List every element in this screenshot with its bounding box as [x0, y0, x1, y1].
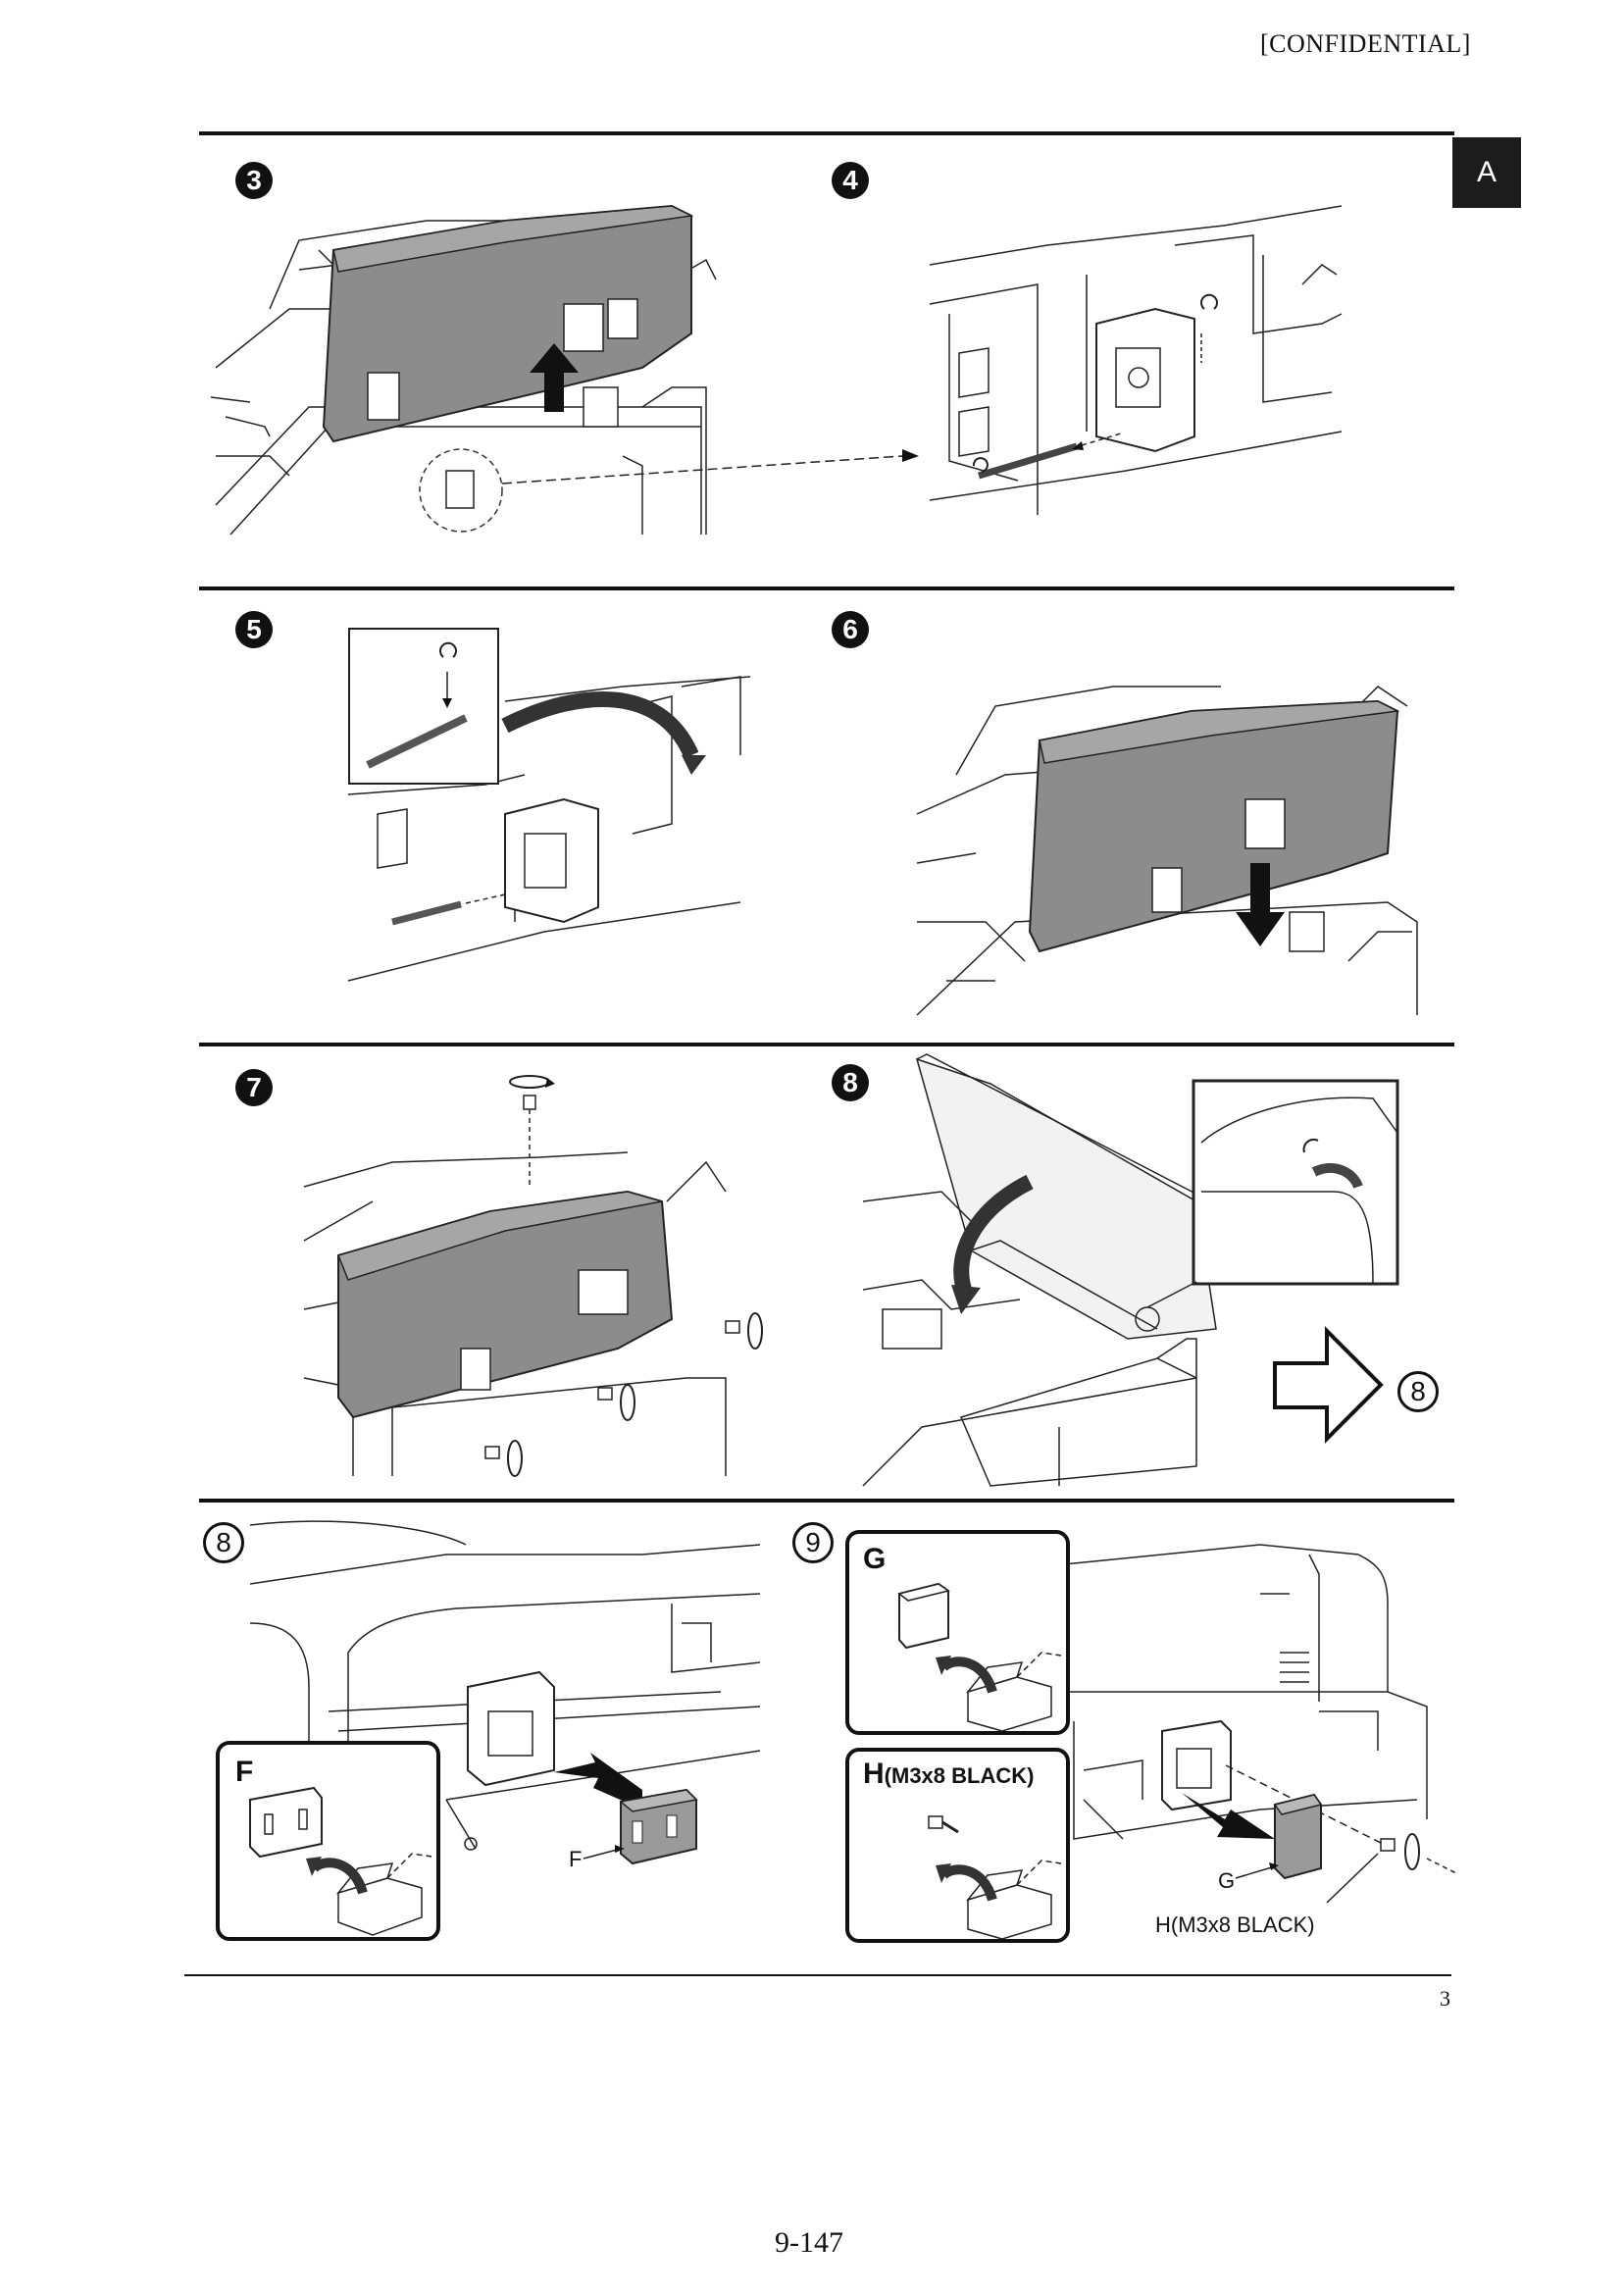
step-8-install-f-illustration [249, 1515, 761, 1947]
step-4-illustration [929, 205, 1343, 515]
divider-bottom [184, 1974, 1451, 1976]
step-number-3: 3 [235, 162, 273, 199]
step-9-illustration [1063, 1515, 1457, 1957]
lower-down-arrow [1236, 863, 1285, 946]
push-arrow [1182, 1793, 1275, 1839]
lift-up-arrow [530, 343, 579, 412]
divider-top [199, 131, 1454, 135]
shutter-bracket [1095, 307, 1195, 453]
step-number-4: 4 [832, 162, 869, 199]
part-g-box [845, 1530, 1071, 1736]
part-g-label: G [1218, 1868, 1236, 1893]
step-number-9: 9 [792, 1522, 834, 1563]
section-tab: A [1452, 137, 1521, 208]
screw-h-box-letter: H [863, 1758, 885, 1790]
continue-arrow [1273, 1326, 1391, 1444]
part-f-box [216, 1741, 441, 1942]
step-number-6: 6 [832, 611, 869, 648]
step-3-illustration [210, 162, 919, 539]
step-8-open-illustration [862, 1053, 1412, 1487]
cover-part [1028, 699, 1400, 953]
step-number-8: 8 [832, 1064, 869, 1101]
folio-number: 9-147 [775, 2226, 843, 2259]
part-f-box-letter: F [235, 1756, 254, 1788]
screw-middle [597, 1384, 635, 1421]
part-g-box-letter: G [863, 1543, 887, 1575]
divider-row2 [199, 586, 1454, 590]
screw-h-label: H(M3x8 BLACK) [1155, 1912, 1315, 1937]
screw-bottom [484, 1440, 523, 1477]
step-number-7: 7 [235, 1069, 273, 1106]
page-number: 3 [1440, 1986, 1450, 2011]
confidential-label: [CONFIDENTIAL] [1260, 29, 1471, 58]
cover-part [322, 204, 694, 443]
continue-step-number: 8 [1397, 1371, 1439, 1412]
screw-h-box-title: H(M3x8 BLACK) [863, 1758, 1034, 1791]
part-g [1273, 1793, 1323, 1880]
divider-row4 [199, 1499, 1454, 1503]
step-number-5: 5 [235, 611, 273, 648]
step-5-illustration [347, 628, 751, 982]
step-7-illustration [294, 1064, 785, 1477]
screw-right [725, 1312, 763, 1350]
cover-part [336, 1190, 674, 1419]
part-f-label: F [569, 1847, 583, 1871]
part-f [619, 1788, 698, 1865]
screw-h-box [845, 1748, 1071, 1944]
step-6-illustration [916, 667, 1418, 1016]
push-arrow [554, 1753, 642, 1810]
divider-row3 [199, 1043, 1454, 1046]
step-number-8-install-f: 8 [203, 1522, 244, 1563]
screw-h-box-spec: (M3x8 BLACK) [884, 1763, 1035, 1788]
